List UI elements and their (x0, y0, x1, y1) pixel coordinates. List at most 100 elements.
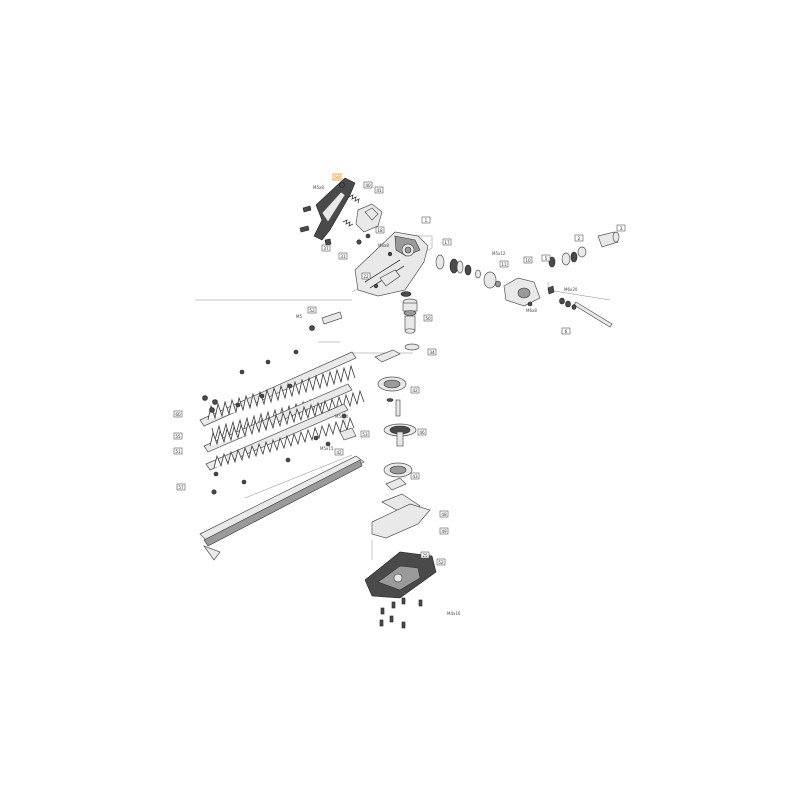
callout-6: 6 (561, 327, 571, 335)
callout-box (410, 386, 420, 394)
callout-31: 31 (338, 252, 348, 260)
callout-box (332, 173, 342, 181)
callout-box (410, 472, 420, 480)
callout-number: 42 (336, 450, 342, 455)
callout-number: 40 (365, 183, 371, 188)
callout-17: 17 (442, 238, 452, 246)
callout-1: 1 (421, 216, 431, 224)
bottom-screws (379, 597, 423, 629)
callout-box (439, 510, 449, 518)
callout-number: 37 (323, 246, 329, 251)
callout-number: 52 (309, 308, 315, 313)
callout-box (499, 260, 509, 268)
callout-box (361, 272, 371, 280)
callout-43: 43 (410, 472, 420, 480)
callout-box (173, 447, 183, 455)
screw-size-label: M5x8 (313, 185, 324, 190)
callout-58: 58 (332, 173, 342, 181)
callout-box (616, 224, 626, 232)
callout-number: 41 (376, 188, 382, 193)
callout-box (417, 428, 427, 436)
callout-number: 43 (412, 474, 418, 479)
callout-50: 50 (423, 314, 433, 322)
hedge-blades (199, 311, 365, 561)
callout-number: 18 (377, 228, 383, 233)
screw-size-label: M6x8 (526, 308, 537, 313)
callout-40: 40 (363, 181, 373, 189)
callout-60: 60 (173, 410, 183, 418)
callout-53: 53 (360, 430, 370, 438)
callout-box (173, 432, 183, 440)
callout-number: 31 (340, 254, 346, 259)
callout-box (439, 527, 449, 535)
callout-number: 52 (438, 560, 444, 565)
callout-box (541, 254, 551, 262)
callout-51: 51 (173, 447, 183, 455)
callout-box (307, 306, 317, 314)
screw-size-label: M6x8 (378, 243, 389, 248)
screw-size-label: M6x20 (564, 287, 578, 292)
callout-box (421, 216, 431, 224)
callout-number: 53 (362, 432, 368, 437)
callout-52: 52 (307, 306, 317, 314)
callout-box (561, 327, 571, 335)
callout-number: 48 (441, 512, 447, 517)
callout-number: 25 (422, 553, 428, 558)
callout-48: 48 (439, 510, 449, 518)
callout-25: 25 (420, 551, 430, 559)
screw-size-label: M4x16 (447, 611, 461, 616)
callout-number: 57 (178, 485, 184, 490)
callout-2: 2 (574, 234, 584, 242)
callout-number: 11 (501, 262, 507, 267)
callout-22: 22 (361, 272, 371, 280)
callout-18: 18 (375, 226, 385, 234)
callout-number: 49 (441, 529, 447, 534)
screw-size-label: M5x12 (492, 251, 506, 256)
callout-box (420, 551, 430, 559)
callout-5: 5 (541, 254, 551, 262)
callout-box (436, 558, 446, 566)
spindle-stack (400, 291, 420, 351)
gear-housing (354, 231, 429, 297)
callout-box (173, 410, 183, 418)
callout-number: 34 (429, 350, 435, 355)
callout-number: 22 (363, 274, 369, 279)
callout-37: 37 (321, 244, 331, 252)
callout-number: 1 (425, 218, 428, 223)
callout-number: 46 (419, 430, 425, 435)
callout-box (360, 430, 370, 438)
callout-49: 49 (439, 527, 449, 535)
callout-number: 2 (578, 236, 581, 241)
callout-number: 58 (334, 175, 340, 180)
screw-size-label: M5x15 (320, 446, 334, 451)
drive-tube-stack (435, 231, 620, 328)
callout-box (442, 238, 452, 246)
callout-box (574, 234, 584, 242)
callout-box (338, 252, 348, 260)
handle-bracket-assembly (299, 177, 383, 246)
callout-number: 60 (175, 412, 181, 417)
callout-number: 10 (525, 258, 531, 263)
callout-number: 55 (175, 434, 181, 439)
callout-11: 11 (499, 260, 509, 268)
callout-box (375, 226, 385, 234)
callout-box (334, 448, 344, 456)
callout-box (176, 483, 186, 491)
lower-gear-stack (364, 349, 437, 629)
callout-46: 46 (417, 428, 427, 436)
callout-box (321, 244, 331, 252)
callout-box (363, 181, 373, 189)
callout-3: 3 (616, 224, 626, 232)
callout-42: 42 (410, 386, 420, 394)
callout-34: 34 (427, 348, 437, 356)
callout-42: 42 (334, 448, 344, 456)
callout-box (523, 256, 533, 264)
callout-box (423, 314, 433, 322)
blade-nuts (202, 325, 347, 495)
callout-10: 10 (523, 256, 533, 264)
callout-number: 42 (412, 388, 418, 393)
callout-box (427, 348, 437, 356)
callout-number: 5 (545, 256, 548, 261)
